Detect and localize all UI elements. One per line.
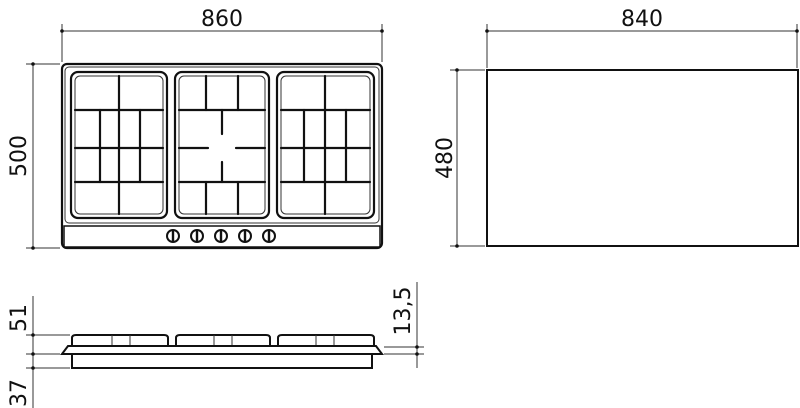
cutout-depth-dimension: 480 bbox=[433, 68, 485, 248]
top-height-label: 51 bbox=[7, 304, 32, 332]
hob-frame bbox=[60, 62, 384, 250]
cutout-rectangle bbox=[486, 69, 799, 247]
top-plate bbox=[60, 345, 384, 355]
grate-left bbox=[69, 70, 169, 220]
glass-thickness-dimension: 13,5 bbox=[384, 282, 424, 368]
control-knobs bbox=[166, 229, 276, 243]
hob-depth-label: 500 bbox=[7, 135, 32, 177]
hob-inner-frame bbox=[64, 66, 380, 224]
below-height-label: 37 bbox=[7, 379, 32, 407]
grate-right bbox=[275, 70, 376, 220]
glass-thickness-label: 13,5 bbox=[391, 287, 416, 336]
hob-width-dimension: 860 bbox=[60, 7, 384, 62]
grate-center bbox=[173, 70, 271, 220]
control-strip bbox=[63, 225, 381, 248]
knob bbox=[190, 229, 204, 243]
hob-side-view: 51 37 13,5 bbox=[7, 282, 424, 408]
cutout-width-dimension: 840 bbox=[485, 7, 799, 68]
knob bbox=[166, 229, 180, 243]
cutout-depth-label: 480 bbox=[433, 137, 458, 179]
hob-width-label: 860 bbox=[201, 7, 243, 32]
knob bbox=[214, 229, 228, 243]
cutout-width-label: 840 bbox=[621, 7, 663, 32]
knob bbox=[262, 229, 276, 243]
hob-depth-dimension: 500 bbox=[7, 62, 60, 250]
side-left-dimensions: 51 37 bbox=[7, 296, 70, 408]
hob-body bbox=[71, 353, 373, 369]
cutout-view: 840 480 bbox=[433, 7, 799, 248]
hob-top-view: 860 500 bbox=[7, 7, 384, 250]
knob bbox=[238, 229, 252, 243]
